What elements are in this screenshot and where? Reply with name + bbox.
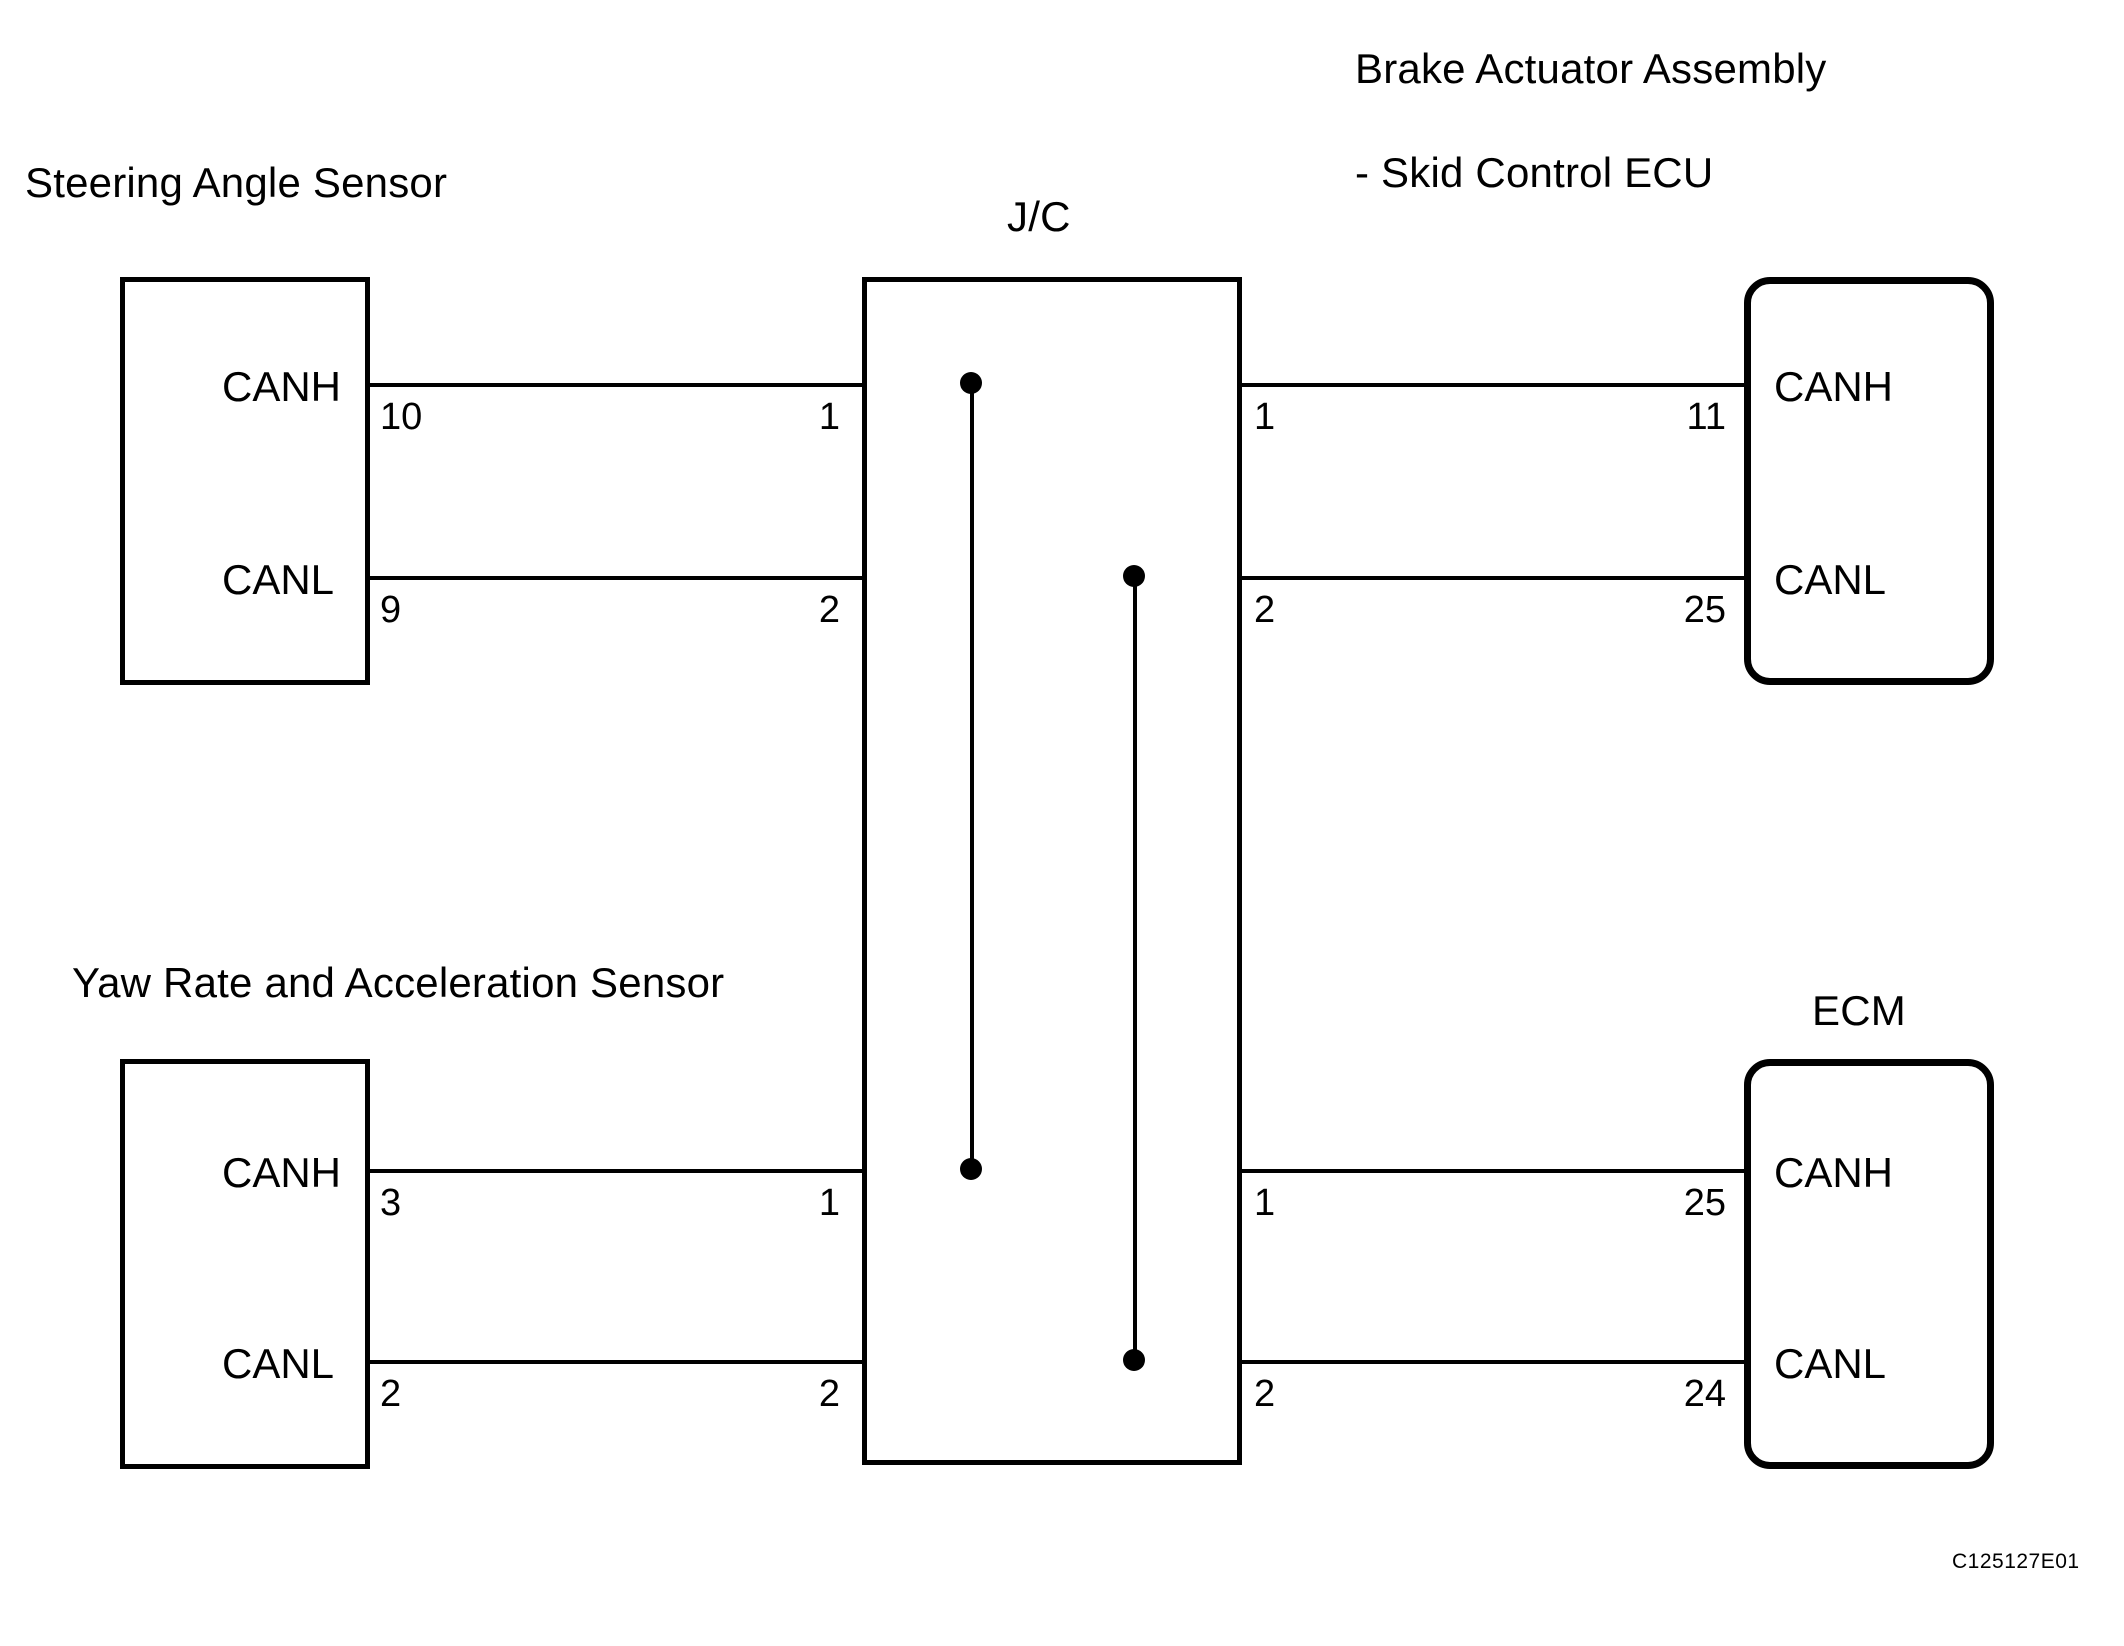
pin-jc-bottom-left-1: 1 xyxy=(818,1182,840,1224)
steering-angle-sensor-box xyxy=(120,277,370,685)
pin-skid-canh: 11 xyxy=(1686,396,1726,438)
steering-port-canh-label: CANH xyxy=(222,363,342,410)
pin-jc-top-right-2: 2 xyxy=(1254,589,1276,631)
junction-connector-title: J/C xyxy=(1007,193,1071,240)
pin-steering-canh: 10 xyxy=(380,396,423,438)
junction-dot-canl-bottom xyxy=(1123,1349,1145,1371)
wire-steering-canh-to-jc xyxy=(368,383,864,387)
yaw-port-canl-label: CANL xyxy=(222,1340,335,1387)
pin-yaw-canh: 3 xyxy=(380,1182,402,1224)
figure-code: C125127E01 xyxy=(1952,1550,2080,1573)
brake-actuator-title-line1: Brake Actuator Assembly xyxy=(1355,45,1827,92)
pin-steering-canl: 9 xyxy=(380,589,402,631)
pin-ecm-canl: 24 xyxy=(1683,1373,1726,1415)
junction-dot-canl-top xyxy=(1123,565,1145,587)
ecm-port-canh-label: CANH xyxy=(1774,1149,1894,1196)
ecm-title: ECM xyxy=(1812,987,1906,1034)
steering-angle-sensor-title: Steering Angle Sensor xyxy=(25,159,448,206)
wire-jc-to-skid-canh xyxy=(1240,383,1746,387)
pin-jc-bottom-right-1: 1 xyxy=(1254,1182,1276,1224)
wire-jc-to-ecm-canh xyxy=(1240,1169,1746,1173)
junction-dot-canh-top xyxy=(960,372,982,394)
wire-steering-canl-to-jc xyxy=(368,576,864,580)
ecm-box xyxy=(1744,1059,1994,1469)
junction-connector-box xyxy=(862,277,1242,1465)
wire-yaw-canh-to-jc xyxy=(368,1169,864,1173)
skid-port-canh-label: CANH xyxy=(1774,363,1894,410)
steering-port-canl-label: CANL xyxy=(222,556,335,603)
pin-jc-bottom-left-2: 2 xyxy=(818,1373,840,1415)
pin-skid-canl: 25 xyxy=(1683,589,1726,631)
ecm-port-canl-label: CANL xyxy=(1774,1340,1887,1387)
jc-bus-canh-link xyxy=(970,383,974,1169)
yaw-rate-sensor-title: Yaw Rate and Acceleration Sensor xyxy=(72,959,725,1006)
pin-jc-top-right-1: 1 xyxy=(1254,396,1276,438)
pin-yaw-canl: 2 xyxy=(380,1373,402,1415)
jc-bus-canl-link xyxy=(1133,576,1137,1360)
junction-dot-canh-bottom xyxy=(960,1158,982,1180)
wire-jc-to-ecm-canl xyxy=(1240,1360,1746,1364)
brake-actuator-title-line2: - Skid Control ECU xyxy=(1355,149,1714,196)
skid-port-canl-label: CANL xyxy=(1774,556,1887,603)
wire-jc-to-skid-canl xyxy=(1240,576,1746,580)
pin-jc-top-left-2: 2 xyxy=(818,589,840,631)
skid-control-ecu-box xyxy=(1744,277,1994,685)
wire-yaw-canl-to-jc xyxy=(368,1360,864,1364)
pin-ecm-canh: 25 xyxy=(1683,1182,1726,1224)
yaw-port-canh-label: CANH xyxy=(222,1149,342,1196)
pin-jc-top-left-1: 1 xyxy=(818,396,840,438)
yaw-rate-sensor-box xyxy=(120,1059,370,1469)
pin-jc-bottom-right-2: 2 xyxy=(1254,1373,1276,1415)
